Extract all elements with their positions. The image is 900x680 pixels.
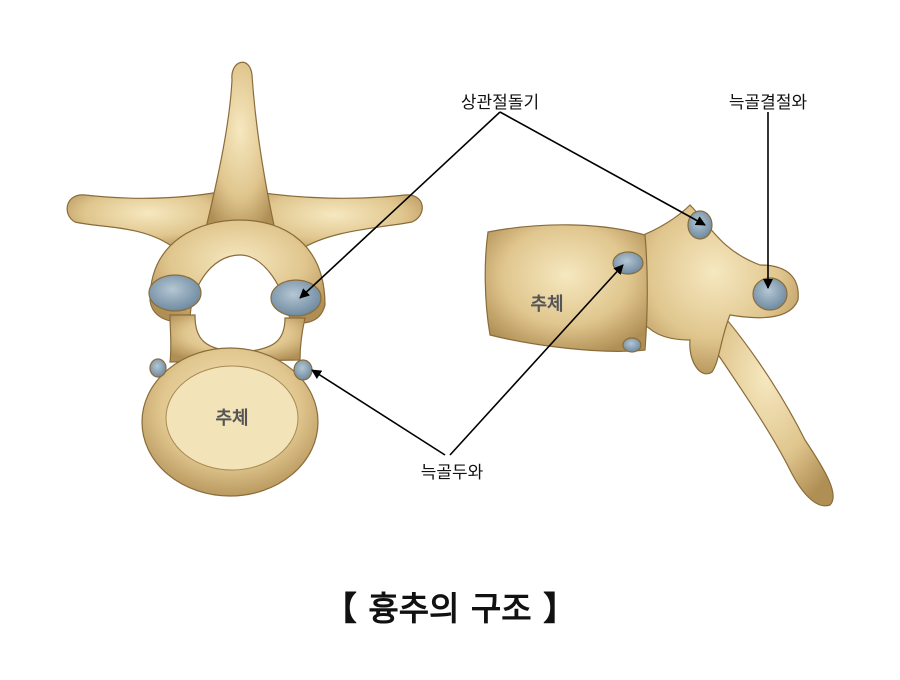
- costal-facet-lower: [622, 337, 642, 353]
- label-costal-facet-transverse: 늑골결절와: [728, 93, 808, 113]
- pointer-arrows: [299, 111, 773, 456]
- spinous-process: [204, 61, 276, 233]
- vertebra-side-view: [484, 204, 834, 507]
- pedicles: [169, 314, 306, 363]
- label-superior-articular-process: 상관절돌기: [460, 93, 540, 113]
- spinous-process-side: [698, 288, 834, 507]
- label-body-top-view: 추체: [215, 408, 249, 429]
- transverse-costal-facet: [752, 277, 788, 311]
- pedicle-side: [629, 204, 799, 375]
- costal-facet-left: [149, 358, 167, 378]
- superior-facet-left: [148, 274, 202, 312]
- costal-facet-right: [293, 359, 313, 381]
- vertebra-top-view: [66, 61, 423, 497]
- label-costal-facet-head: 늑골두와: [420, 463, 484, 483]
- figure-title: 【 흉추의 구조 】: [323, 589, 577, 628]
- vertebral-body-side: [484, 224, 648, 352]
- label-body-side-view: 추체: [530, 294, 564, 315]
